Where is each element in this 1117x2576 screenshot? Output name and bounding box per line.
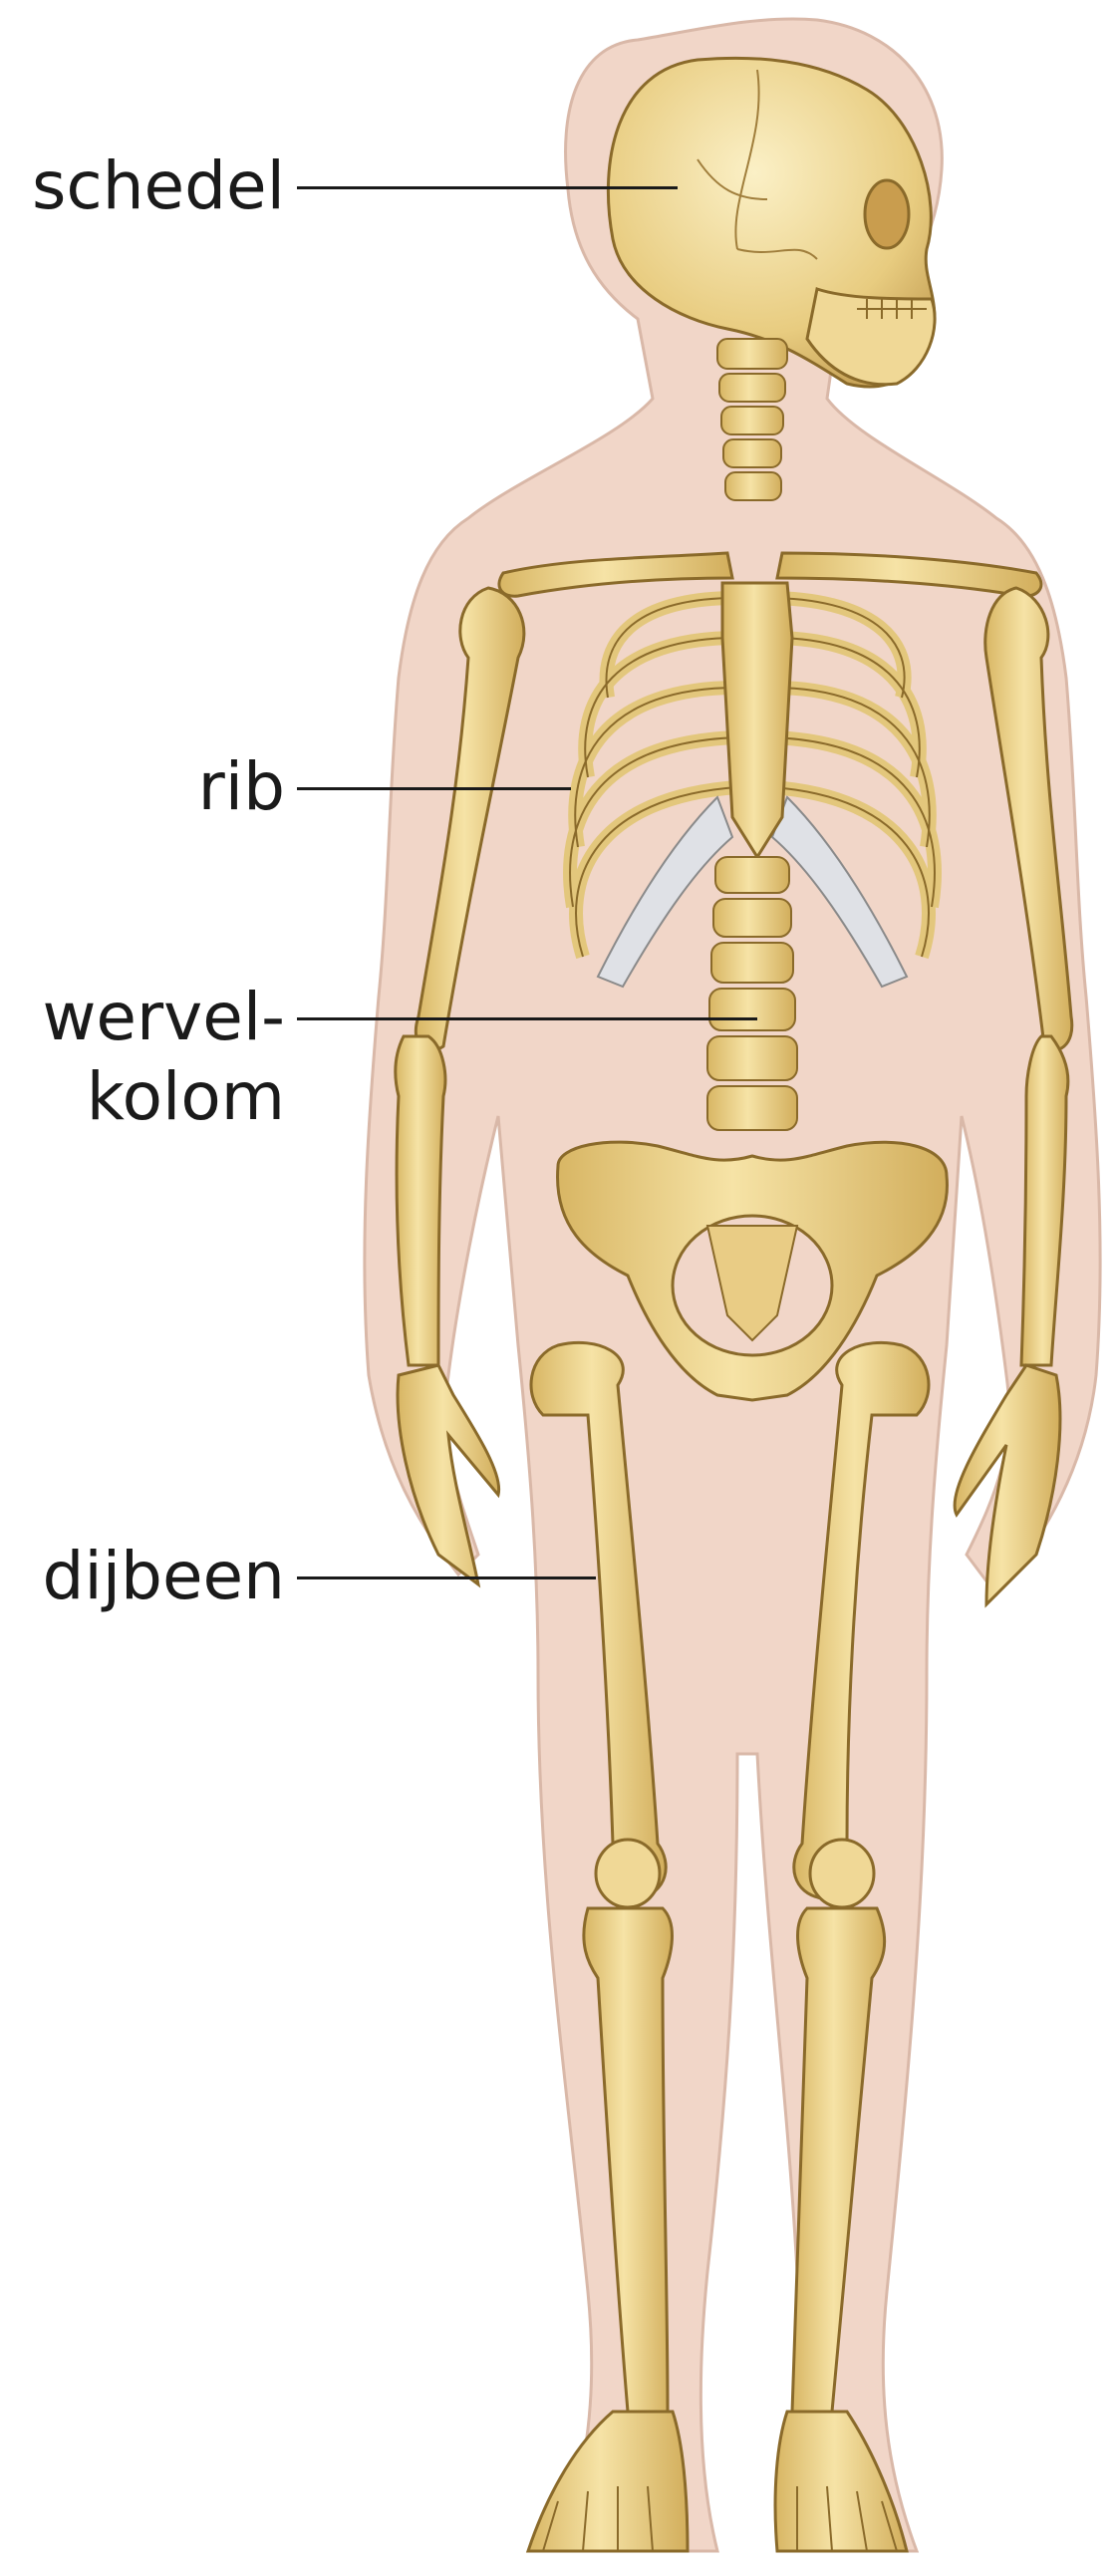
neck-vertebrae xyxy=(717,339,787,500)
label-wervelkolom-line1: wervel- xyxy=(42,979,285,1056)
leader-line-rib xyxy=(297,787,571,790)
leader-line-schedel xyxy=(297,186,678,189)
hand-left xyxy=(398,1365,499,1584)
label-schedel: schedel xyxy=(32,147,285,225)
hand-right xyxy=(955,1365,1060,1604)
leader-line-dijbeen xyxy=(297,1576,596,1579)
forearm-left xyxy=(396,1036,445,1365)
label-wervelkolom-line2: kolom xyxy=(87,1058,285,1136)
kneecap-left xyxy=(596,1840,660,1907)
sternum xyxy=(722,583,792,857)
kneecap-right xyxy=(810,1840,874,1907)
leader-line-wervelkolom xyxy=(297,1017,757,1020)
label-dijbeen: dijbeen xyxy=(42,1538,285,1615)
eye-socket xyxy=(865,180,909,248)
label-rib: rib xyxy=(198,748,285,826)
foot-left xyxy=(528,2412,688,2551)
